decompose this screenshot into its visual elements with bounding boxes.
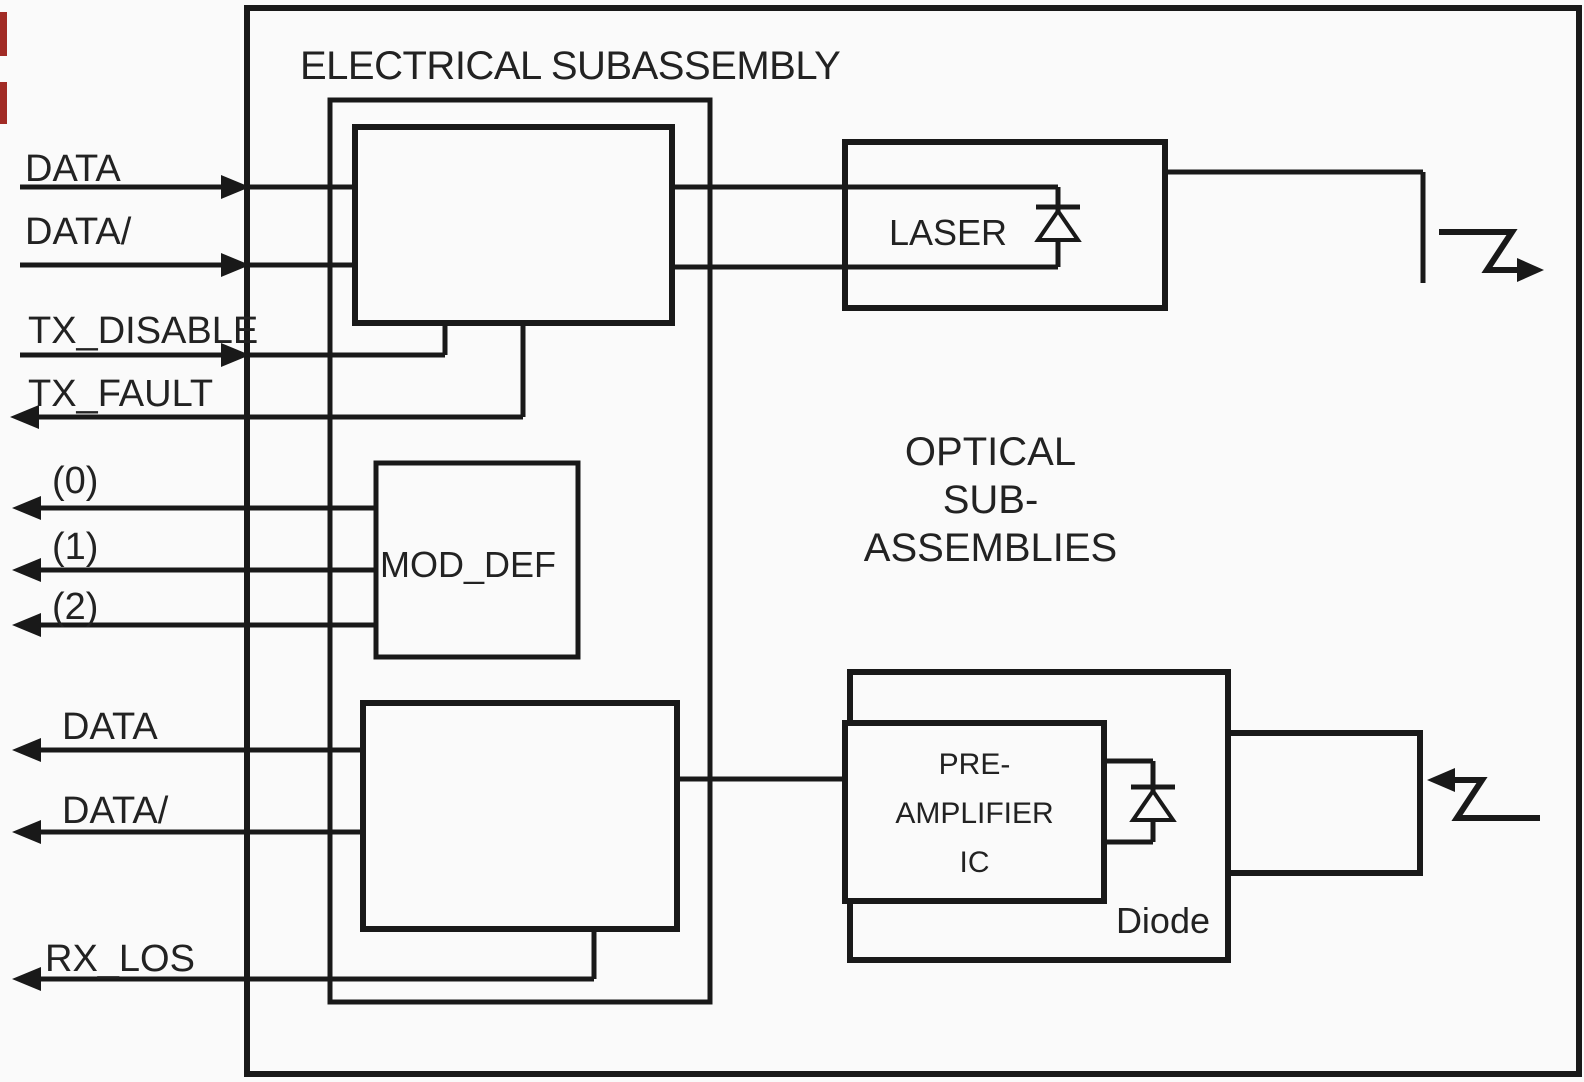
arrowhead-left [12,558,41,582]
preamp-label-line1: PRE- [938,748,1011,781]
arrowhead-left [12,738,41,762]
electrical-subassembly-title: ELECTRICAL SUBASSEMBLY [300,44,841,88]
arrowhead-left [12,967,41,991]
data-bar-out-line [12,820,363,844]
optical-subassemblies-title: OPTICAL SUB- ASSEMBLIES [858,428,1123,572]
preamplifier-ic-box [842,720,1107,904]
mod-def-pin0-line [12,496,376,520]
data-in-line [20,175,355,199]
photodiode-icon [1129,787,1177,822]
scan-artifact [0,82,7,124]
mod-def-pin2-label: (2) [52,586,99,628]
arrowhead-left [10,405,39,429]
mod-def-pin0-label: (0) [52,460,99,502]
module-outer-box [244,5,1582,1077]
diode-label: Diode [1115,900,1210,941]
optical-title-line2: SUB- [942,478,1039,522]
electrical-subassembly-box [327,97,713,1005]
fiber-connector-box [1225,730,1423,876]
arrowhead-left [1427,768,1455,792]
rx-los-label: RX_LOS [45,938,195,980]
arrowhead-left [12,496,41,520]
optical-title-line1: OPTICAL [904,430,1077,474]
laser-diode-icon [1034,207,1082,242]
optical-title-line3: ASSEMBLIES [863,526,1118,570]
data-bar-out-label: DATA/ [62,790,169,832]
rx-los-line [12,929,597,991]
arrowhead-left [12,820,41,844]
data-out-line [12,738,363,762]
tx-disable-label: TX_DISABLE [28,310,259,352]
data-bar-in-label: DATA/ [25,211,132,253]
fiber-out-zigzag-arrow [1439,229,1544,282]
arrowhead-right [1517,258,1544,282]
mod-def-pin2-line [12,613,376,637]
fiber-in-zigzag-arrow [1427,768,1540,821]
laser-osa-box [842,139,1168,311]
preamp-label-line2: AMPLIFIER [895,797,1054,830]
receiver-ic-box [360,700,680,932]
arrowhead-right [221,175,250,199]
mod-def-box [373,460,581,660]
tx-fault-line [10,320,526,429]
scan-artifact [0,12,7,56]
arrowhead-right [221,253,250,277]
tx-fault-label: TX_FAULT [28,373,214,415]
data-out-label: DATA [62,706,158,748]
mod-def-pin1-line [12,558,376,582]
arrowhead-right [221,343,250,367]
mod-def-pin1-label: (1) [52,526,99,568]
preamp-label-line3: IC [959,846,990,879]
tx-disable-line [20,320,448,367]
data-bar-in-line [20,253,355,277]
mod-def-label: MOD_DEF [380,544,557,585]
preamplifier-label: PRE- AMPLIFIER IC [847,740,1102,887]
arrowhead-left [12,613,41,637]
data-in-label: DATA [25,148,121,190]
laser-output-line [1165,169,1426,283]
transmitter-ic-box [352,124,675,326]
laser-label: LASER [888,212,1008,253]
